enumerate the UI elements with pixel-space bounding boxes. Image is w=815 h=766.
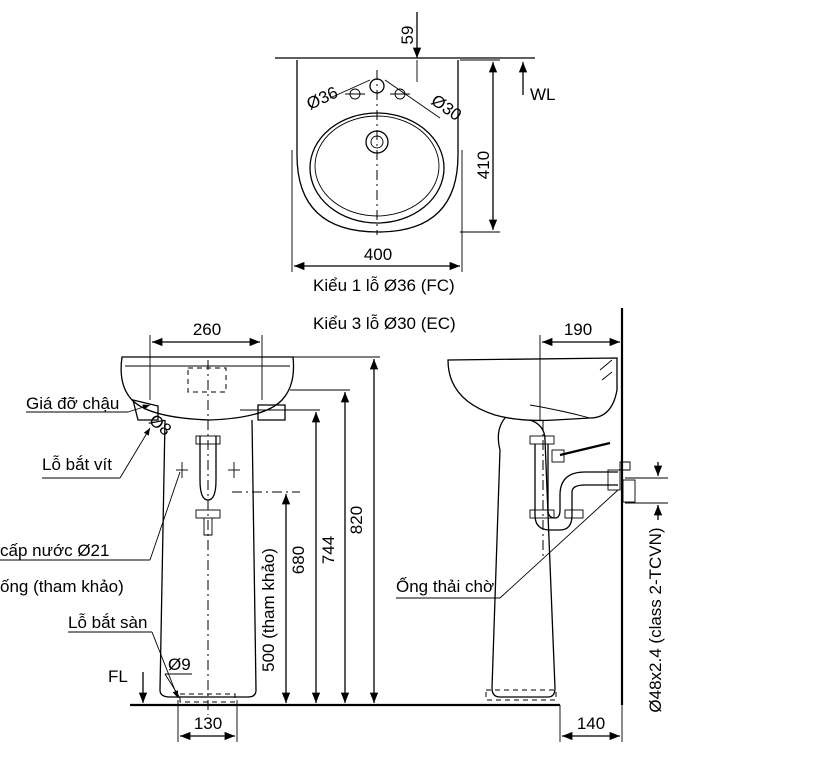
dim-130: 130 xyxy=(194,714,222,733)
front-view: 260 500 (tham khả xyxy=(0,320,560,742)
caption-three-hole: Kiểu 3 lỗ Ø30 (EC) xyxy=(313,314,456,333)
dim-bolt-8: Ø8 xyxy=(145,411,175,440)
basin-front xyxy=(120,356,295,421)
water-level-label: WL xyxy=(530,85,556,104)
dim-140: 140 xyxy=(577,714,605,733)
dim-hole-36: Ø36 xyxy=(304,83,341,114)
dim-pipe-48: Ø48x2.4 (class 2-TCVN) xyxy=(646,527,665,712)
dim-190: 190 xyxy=(564,320,592,339)
pedestal-side xyxy=(491,417,556,698)
top-view: 59 Ø36 Ø30 WL 410 400 Kiểu 1 lỗ Ø36 (FC)… xyxy=(275,12,556,333)
side-view: 190 Ống thải chờ Ø48x2.4 (class 2-TCVN) xyxy=(396,308,668,742)
basin-side xyxy=(447,357,618,422)
front-trap xyxy=(199,436,217,501)
pedestal-front xyxy=(159,419,257,698)
dim-floor-hole-9: Ø9 xyxy=(168,655,191,674)
caption-one-hole: Kiểu 1 lỗ Ø36 (FC) xyxy=(313,276,455,295)
dim-260: 260 xyxy=(193,320,221,339)
label-floor-hole: Lỗ bắt sàn xyxy=(68,613,147,632)
label-bracket: Giá đỡ chậu xyxy=(26,394,119,413)
dim-59: 59 xyxy=(398,26,417,45)
side-trap xyxy=(534,444,618,531)
label-supply-ref: ống (tham khảo) xyxy=(0,577,124,596)
dim-500: 500 (tham khảo) xyxy=(259,548,278,672)
dim-hole-30: Ø30 xyxy=(428,91,465,125)
label-drain-pipe: Ống thải chờ xyxy=(396,576,494,596)
floor-level-label: FL xyxy=(108,667,128,686)
bracket-right xyxy=(257,404,286,421)
dim-744: 744 xyxy=(319,536,338,564)
bracket-left xyxy=(132,399,159,421)
basin-outline-top xyxy=(296,60,459,233)
label-supply-pipe: cấp nước Ø21 xyxy=(0,541,109,560)
dim-680: 680 xyxy=(289,546,308,574)
tap-hidden xyxy=(187,367,227,393)
label-screw-hole: Lỗ bắt vít xyxy=(42,455,112,474)
dim-400: 400 xyxy=(364,245,392,264)
dim-410: 410 xyxy=(474,151,493,179)
bowl-outer xyxy=(309,112,445,224)
dim-820: 820 xyxy=(347,506,366,534)
